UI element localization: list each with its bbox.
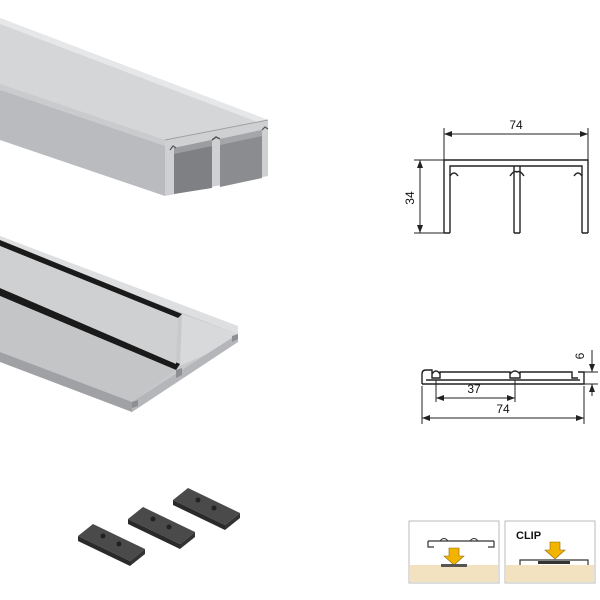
install-screw-box [408,520,500,584]
connector-clip [128,507,195,549]
down-arrow-icon [544,541,566,560]
connector-clip [78,524,145,566]
install-clip-box: CLIP [504,520,596,584]
top-profile-height-label: 34 [403,191,417,205]
connector-clip [173,488,240,530]
clip-label: CLIP [516,530,541,542]
bottom-profile-height-label: 6 [573,352,587,359]
top-profile-width-label: 74 [509,118,523,132]
bottom-profile-inner-label: 37 [467,382,481,396]
bottom-profile-width-label: 74 [496,402,510,416]
down-arrow-icon [443,547,465,566]
